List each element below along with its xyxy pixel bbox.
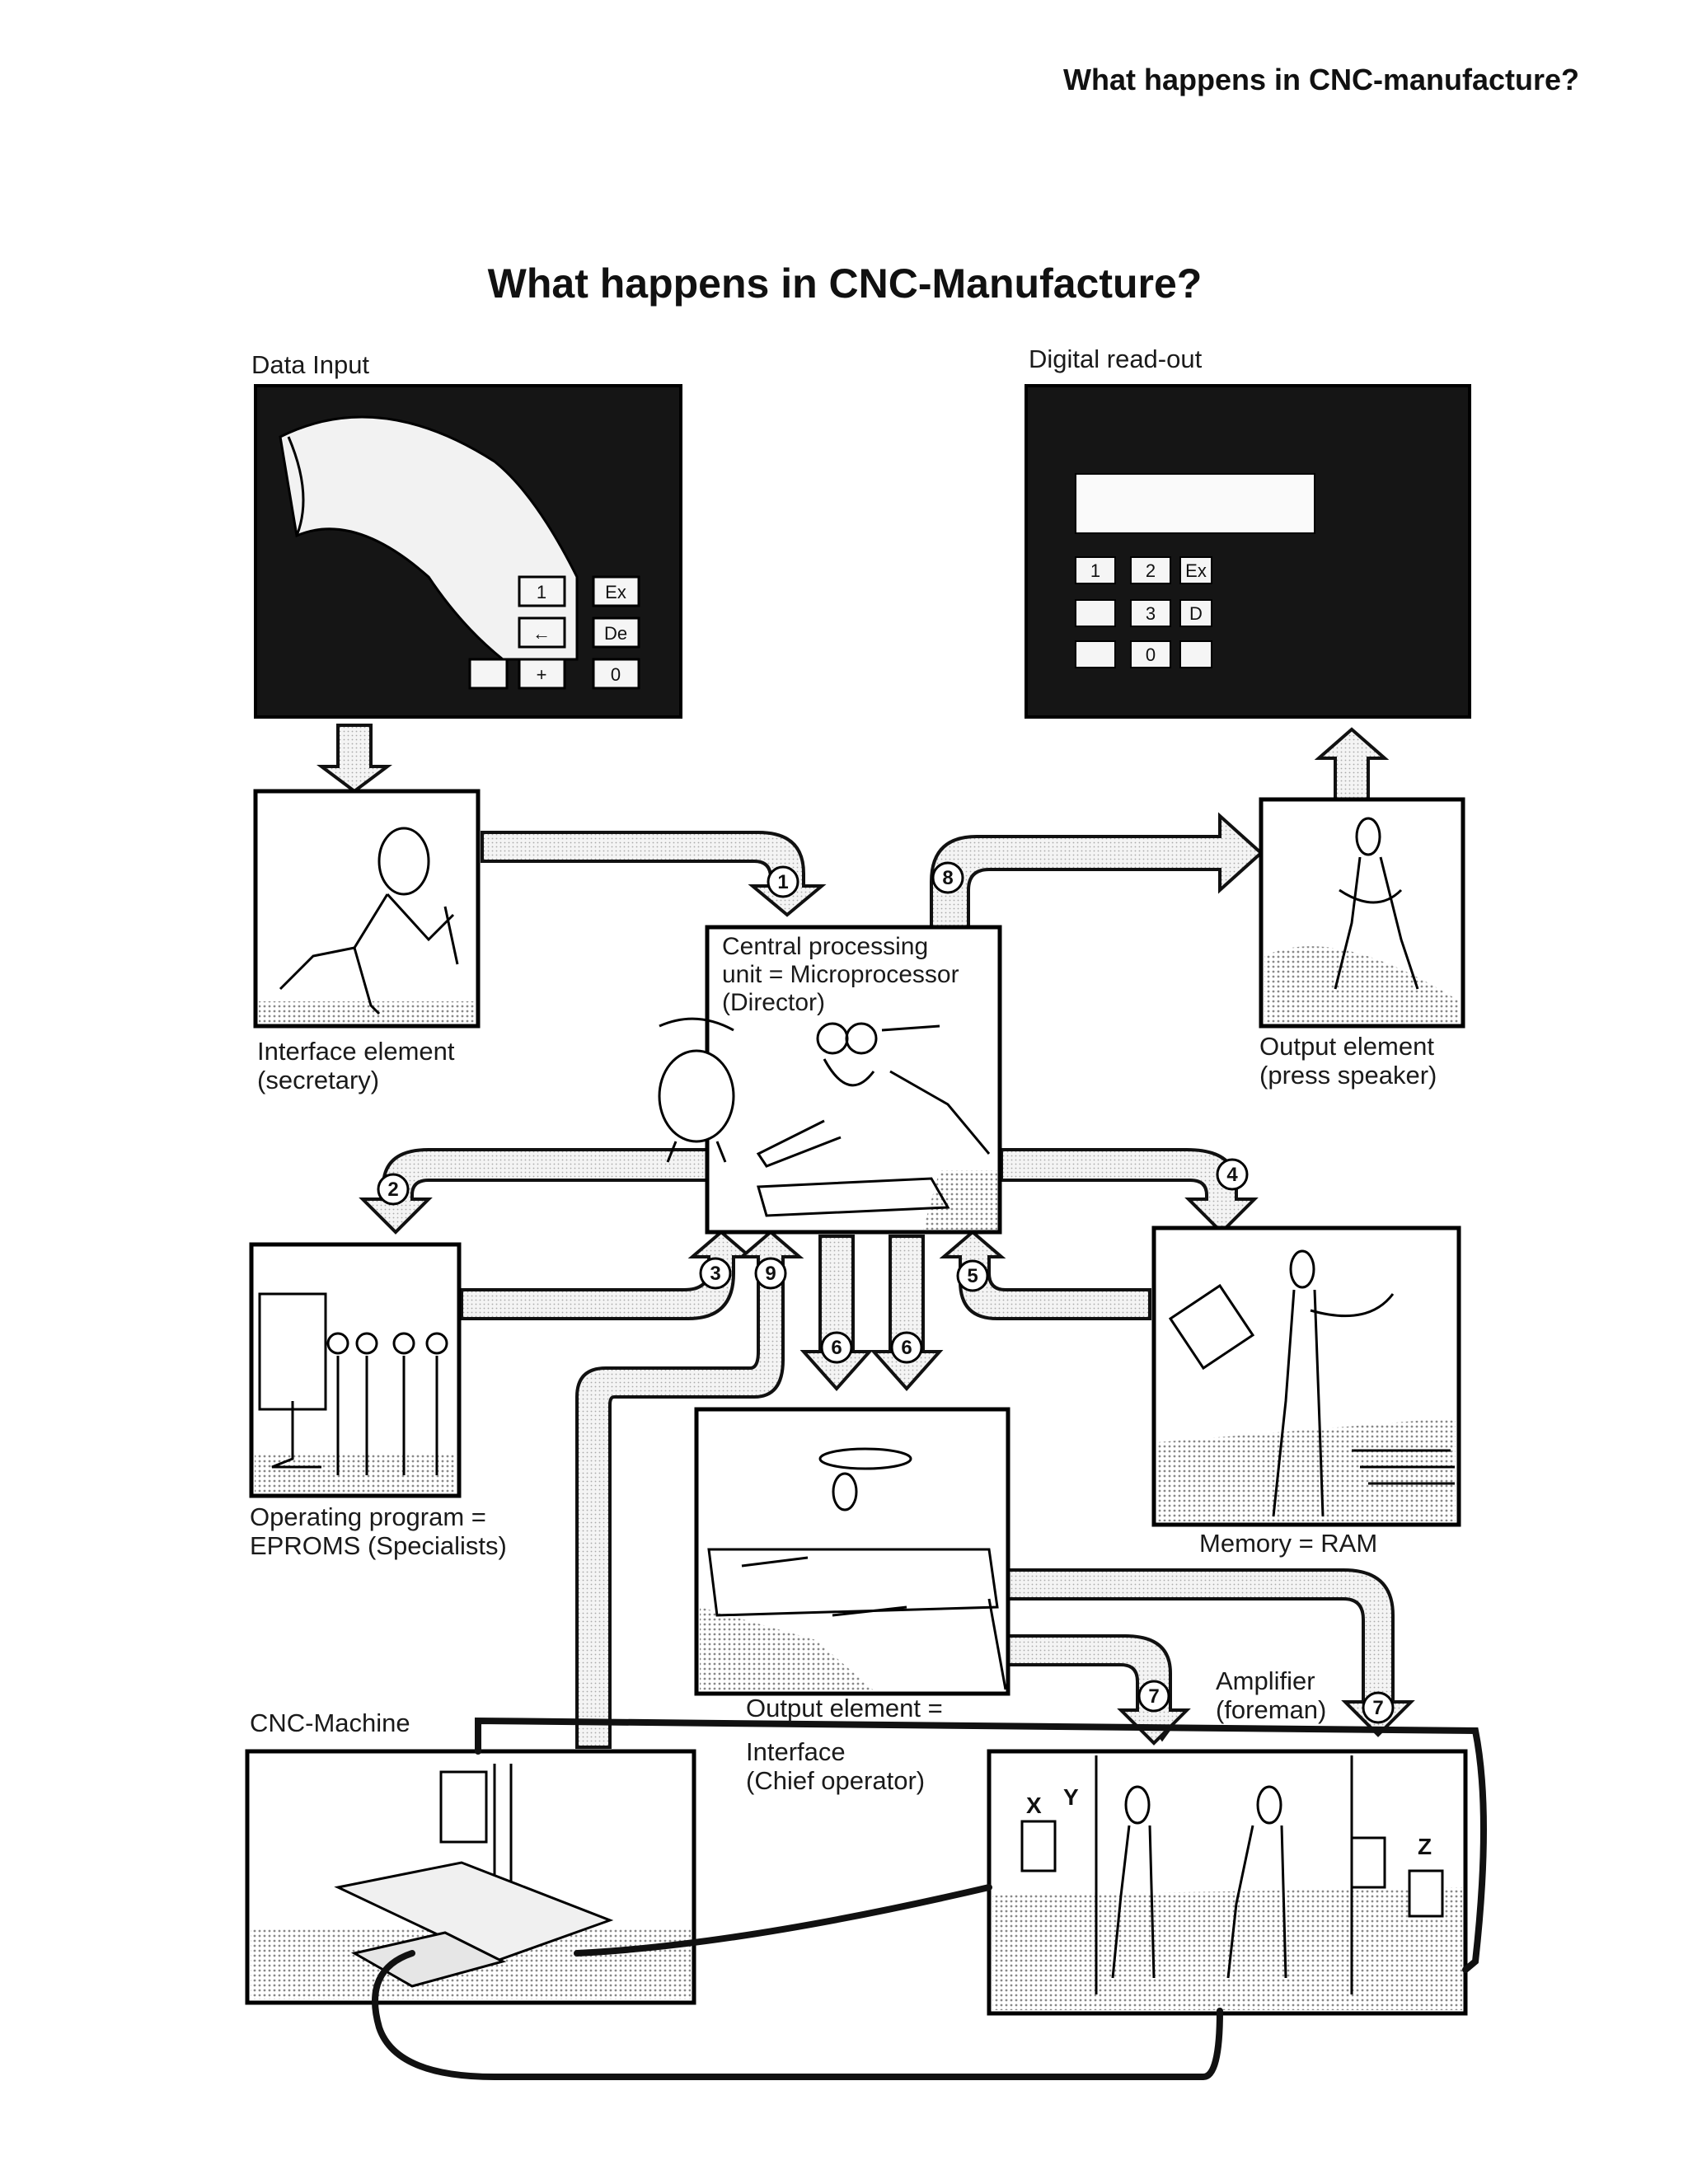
step-6a-marker: 6 — [820, 1331, 853, 1364]
step-3-marker: 3 — [699, 1257, 732, 1290]
step-7b-marker: 7 — [1362, 1691, 1395, 1724]
label-data-input: Data Input — [251, 350, 370, 379]
input-key-plus: + — [537, 664, 547, 685]
cables — [372, 1717, 1487, 2080]
memory-panel — [1151, 1226, 1461, 1527]
readout-key-ex: Ex — [1185, 560, 1207, 581]
svg-text:7: 7 — [1372, 1697, 1383, 1719]
digital-readout-panel: 1 2 Ex 3 D 0 — [1025, 384, 1471, 719]
data-input-panel: 1 Ex ← De + 0 — [254, 384, 682, 719]
press-speaker-figure — [1334, 817, 1419, 990]
step-7a-marker: 7 — [1137, 1680, 1170, 1713]
chief-operator-figure — [707, 1447, 1007, 1690]
arrow-6b-cpu-to-interface — [870, 1235, 944, 1392]
svg-text:6: 6 — [901, 1337, 912, 1359]
cable-top — [475, 1717, 1487, 1973]
step-1-marker: 1 — [767, 865, 799, 898]
step-4-marker: 4 — [1216, 1158, 1249, 1191]
chief-operator-panel — [694, 1407, 1010, 1696]
director-figure — [756, 1022, 991, 1217]
svg-text:2: 2 — [387, 1179, 398, 1201]
svg-text:6: 6 — [831, 1337, 842, 1359]
label-amplifier: Amplifier (foreman) — [1216, 1666, 1327, 1724]
specialists-figures — [258, 1292, 448, 1475]
svg-text:5: 5 — [967, 1265, 978, 1287]
readout-key-0: 0 — [1146, 644, 1156, 665]
running-head: What happens in CNC-manufacture? — [1063, 63, 1580, 96]
input-key-de: De — [604, 623, 627, 644]
svg-text:1: 1 — [777, 871, 788, 893]
axis-label-z: Z — [1418, 1834, 1432, 1859]
svg-text:8: 8 — [942, 867, 953, 889]
step-2-marker: 2 — [377, 1173, 410, 1206]
milling-machine-figure — [334, 1764, 614, 1988]
label-output-element-top: Output element (press speaker) — [1259, 1032, 1437, 1090]
step-6b-marker: 6 — [890, 1331, 923, 1364]
cpu-panel — [658, 925, 1002, 1235]
foreman-figures — [1020, 1755, 1444, 1994]
amplifier-panel: X Y Z — [987, 1749, 1468, 2016]
output-element-top-panel — [1259, 797, 1465, 1029]
input-key-1: 1 — [537, 582, 546, 602]
alarm-clock-icon — [658, 1017, 735, 1163]
label-output-interface: Output element = Interface (Chief operat… — [746, 1694, 943, 1795]
label-digital-readout: Digital read-out — [1029, 344, 1203, 373]
arrow-5-ram-to-cpu — [939, 1230, 1151, 1320]
label-cnc-machine: CNC-Machine — [250, 1708, 410, 1737]
readout-keypad — [1075, 556, 1212, 668]
step-8-marker: 8 — [931, 861, 964, 894]
readout-key-2: 2 — [1146, 560, 1156, 581]
step-markers: 1 2 3 4 5 6 6 7 7 8 9 — [377, 861, 1395, 1724]
arrow-8-cpu-to-output — [930, 812, 1264, 931]
label-interface-element: Interface element (secretary) — [257, 1037, 455, 1094]
svg-text:3: 3 — [710, 1263, 720, 1285]
flow-arrows — [316, 724, 1415, 1749]
step-9-marker: 9 — [754, 1257, 787, 1290]
operating-program-panel — [249, 1242, 462, 1498]
secretary-figure — [279, 827, 459, 1015]
svg-text:7: 7 — [1148, 1685, 1159, 1708]
arrow-1-interface-to-cpu — [481, 831, 827, 917]
arrow-6a-cpu-to-interface — [799, 1235, 874, 1392]
arrow-4-cpu-to-ram — [1000, 1148, 1259, 1235]
interface-element-panel — [253, 789, 481, 1029]
readout-key-1: 1 — [1090, 560, 1100, 581]
cable-bottom — [372, 1950, 1223, 2080]
svg-text:4: 4 — [1226, 1164, 1238, 1186]
label-cpu: Central processing unit = Microprocessor… — [722, 933, 959, 1016]
input-key-arrow: ← — [532, 623, 551, 644]
cnc-machine-panel — [245, 1749, 696, 2005]
step-5-marker: 5 — [956, 1259, 989, 1292]
axis-label-x: X — [1026, 1793, 1042, 1818]
arrow-2-cpu-to-eproms — [359, 1148, 710, 1235]
readout-key-d: D — [1189, 603, 1203, 624]
readout-key-3: 3 — [1146, 603, 1156, 624]
input-key-0: 0 — [611, 664, 621, 685]
label-operating-program: Operating program = EPROMS (Specialists) — [250, 1502, 507, 1560]
diagram-title: What happens in CNC-Manufacture? — [487, 260, 1203, 307]
arrow-input-to-interface — [316, 724, 392, 794]
input-keypad — [468, 575, 640, 690]
label-memory: Memory = RAM — [1199, 1529, 1378, 1558]
memory-figure — [1168, 1249, 1455, 1517]
arrow-output-to-readout — [1314, 727, 1390, 801]
axis-label-y: Y — [1063, 1784, 1079, 1810]
cable-machine-right — [574, 1884, 992, 1957]
svg-text:9: 9 — [765, 1263, 776, 1285]
input-key-ex: Ex — [605, 582, 626, 602]
readout-display — [1075, 473, 1315, 534]
